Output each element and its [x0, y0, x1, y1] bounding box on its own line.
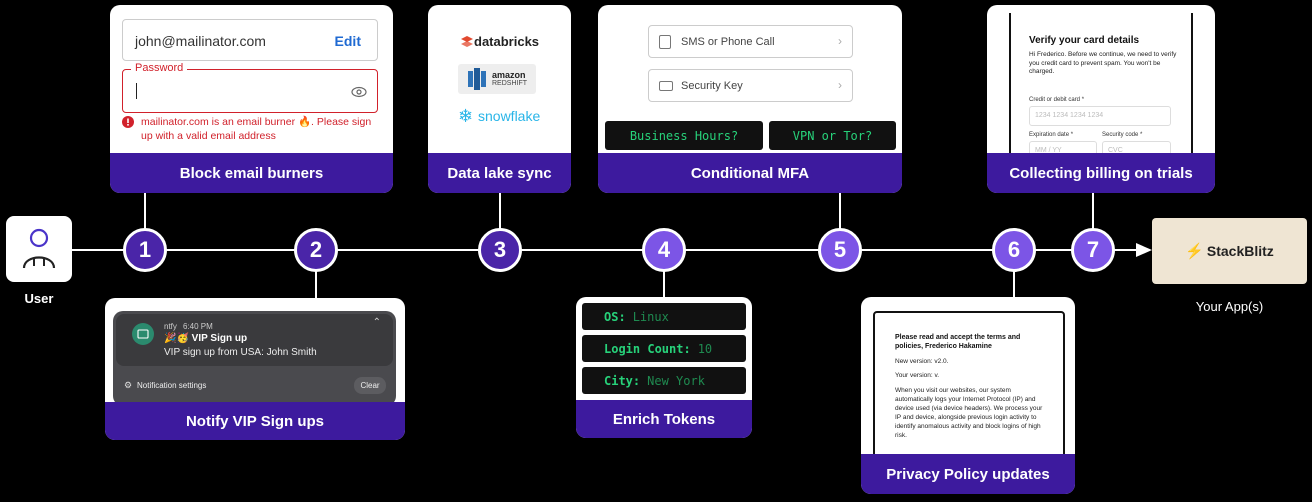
- card-privacy-policy: Please read and accept the terms and pol…: [861, 297, 1075, 494]
- error-icon: [122, 116, 134, 128]
- connector-3: [499, 193, 501, 229]
- step-title-1: Block email burners: [110, 153, 393, 193]
- option-sms-label: SMS or Phone Call: [681, 35, 775, 48]
- step-title-5: Conditional MFA: [598, 153, 902, 193]
- notification-app: ntfy: [164, 322, 177, 331]
- step-title-4: Enrich Tokens: [576, 400, 752, 438]
- redshift-text-1: amazon: [492, 70, 526, 80]
- step-dot-7: 7: [1071, 228, 1115, 272]
- option-sms-phone[interactable]: SMS or Phone Call ›: [648, 25, 853, 58]
- card-data-lake-sync: databricks amazon REDSHIFT ❄ snowflake D…: [428, 5, 571, 193]
- privacy-heading: Please read and accept the terms and pol…: [895, 334, 1021, 350]
- redshift-logo: amazon REDSHIFT: [458, 64, 536, 94]
- key-icon: [659, 81, 673, 91]
- timeline-line: [72, 249, 1140, 251]
- databricks-logo: databricks: [474, 34, 540, 49]
- token-value-city: New York: [647, 373, 705, 388]
- card-number-input[interactable]: 1234 1234 1234 1234: [1029, 106, 1171, 126]
- user-label: User: [24, 291, 54, 306]
- timeline-arrowhead: [1136, 243, 1152, 257]
- clear-button[interactable]: Clear: [354, 377, 386, 394]
- notification-item[interactable]: ntfy 6:40 PM ⌃ 🎉🥳 VIP Sign up VIP sign u…: [116, 314, 393, 366]
- token-row-login-count: Login Count: 10: [582, 335, 746, 362]
- privacy-body: When you visit our websites, our system …: [895, 387, 1043, 439]
- connector-5: [839, 193, 841, 229]
- card-label: Credit or debit card *: [1029, 97, 1085, 103]
- connector-2: [315, 270, 317, 298]
- redshift-icon: [468, 68, 486, 90]
- card-block-email-burners: john@mailinator.com Edit Password mailin…: [110, 5, 393, 193]
- step-title-3: Data lake sync: [428, 153, 571, 193]
- password-label: Password: [131, 62, 188, 74]
- ntfy-app-icon: [132, 323, 154, 345]
- token-value-os: Linux: [632, 309, 669, 324]
- edit-link[interactable]: Edit: [334, 33, 361, 49]
- token-value-login-count: 10: [697, 341, 713, 356]
- step-title-2: Notify VIP Sign ups: [105, 402, 405, 440]
- connector-7: [1092, 193, 1094, 229]
- billing-intro: Hi Frederico. Before we continue, we nee…: [1029, 51, 1177, 75]
- step-title-6: Privacy Policy updates: [861, 454, 1075, 494]
- token-key-login-count: Login Count:: [604, 341, 691, 356]
- app-label: Your App(s): [1195, 299, 1264, 314]
- privacy-new-version: New version: v2.0.: [895, 358, 949, 365]
- privacy-your-version: Your version: v.: [895, 372, 940, 379]
- option-key-label: Security Key: [681, 79, 743, 92]
- token-row-os: OS: Linux: [582, 303, 746, 330]
- notification-time: 6:40 PM: [183, 322, 213, 331]
- email-value: john@mailinator.com: [135, 33, 266, 49]
- snowflake-icon: ❄: [458, 106, 474, 126]
- step-dot-6: 6: [992, 228, 1036, 272]
- chevron-right-icon: ›: [838, 34, 842, 48]
- eye-icon[interactable]: [351, 86, 367, 98]
- token-key-city: City:: [604, 373, 641, 388]
- expiration-label: Expiration date *: [1029, 132, 1074, 138]
- text-cursor: [136, 83, 137, 99]
- card-notify-vip: ntfy 6:40 PM ⌃ 🎉🥳 VIP Sign up VIP sign u…: [105, 298, 405, 440]
- lightning-icon: ⚡: [1185, 243, 1204, 260]
- billing-form: [1009, 13, 1193, 161]
- business-hours-button[interactable]: Business Hours?: [605, 121, 763, 150]
- connector-6: [1013, 270, 1015, 297]
- security-code-label: Security code *: [1102, 132, 1143, 138]
- error-message: mailinator.com is an email burner 🔥. Ple…: [141, 116, 372, 142]
- step-dot-2: 2: [294, 228, 338, 272]
- redshift-text-2: REDSHIFT: [492, 80, 527, 87]
- card-conditional-mfa: SMS or Phone Call › Security Key › Busin…: [598, 5, 902, 193]
- email-field[interactable]: john@mailinator.com Edit: [122, 19, 378, 61]
- step-dot-5: 5: [818, 228, 862, 272]
- snowflake-logo: snowflake: [478, 108, 541, 124]
- user-box: [6, 216, 72, 282]
- notification-title: 🎉🥳 VIP Sign up: [164, 333, 248, 344]
- step-title-7: Collecting billing on trials: [987, 153, 1215, 193]
- notification-body: VIP sign up from USA: John Smith: [164, 347, 317, 358]
- app-box: ⚡ StackBlitz: [1152, 218, 1307, 284]
- card-enrich-tokens: OS: Linux Login Count: 10 City: New York…: [576, 297, 752, 438]
- user-icon: [22, 228, 56, 269]
- chevron-right-icon: ›: [838, 78, 842, 92]
- password-field[interactable]: Password: [122, 62, 378, 113]
- token-key-os: OS:: [604, 309, 626, 324]
- phone-icon: [659, 35, 671, 49]
- step-dot-3: 3: [478, 228, 522, 272]
- option-security-key[interactable]: Security Key ›: [648, 69, 853, 102]
- step-dot-4: 4: [642, 228, 686, 272]
- app-name: StackBlitz: [1206, 243, 1274, 259]
- step-dot-1: 1: [123, 228, 167, 272]
- connector-4: [663, 270, 665, 297]
- card-billing-trials: Verify your card details Hi Frederico. B…: [987, 5, 1215, 193]
- chevron-up-icon[interactable]: ⌃: [372, 317, 381, 328]
- databricks-icon: [461, 36, 473, 47]
- vpn-tor-button[interactable]: VPN or Tor?: [769, 121, 896, 150]
- notification-settings[interactable]: Notification settings: [137, 381, 207, 390]
- connector-1: [144, 193, 146, 229]
- billing-title: Verify your card details: [1029, 35, 1140, 46]
- gear-icon: ⚙: [124, 380, 133, 390]
- token-row-city: City: New York: [582, 367, 746, 394]
